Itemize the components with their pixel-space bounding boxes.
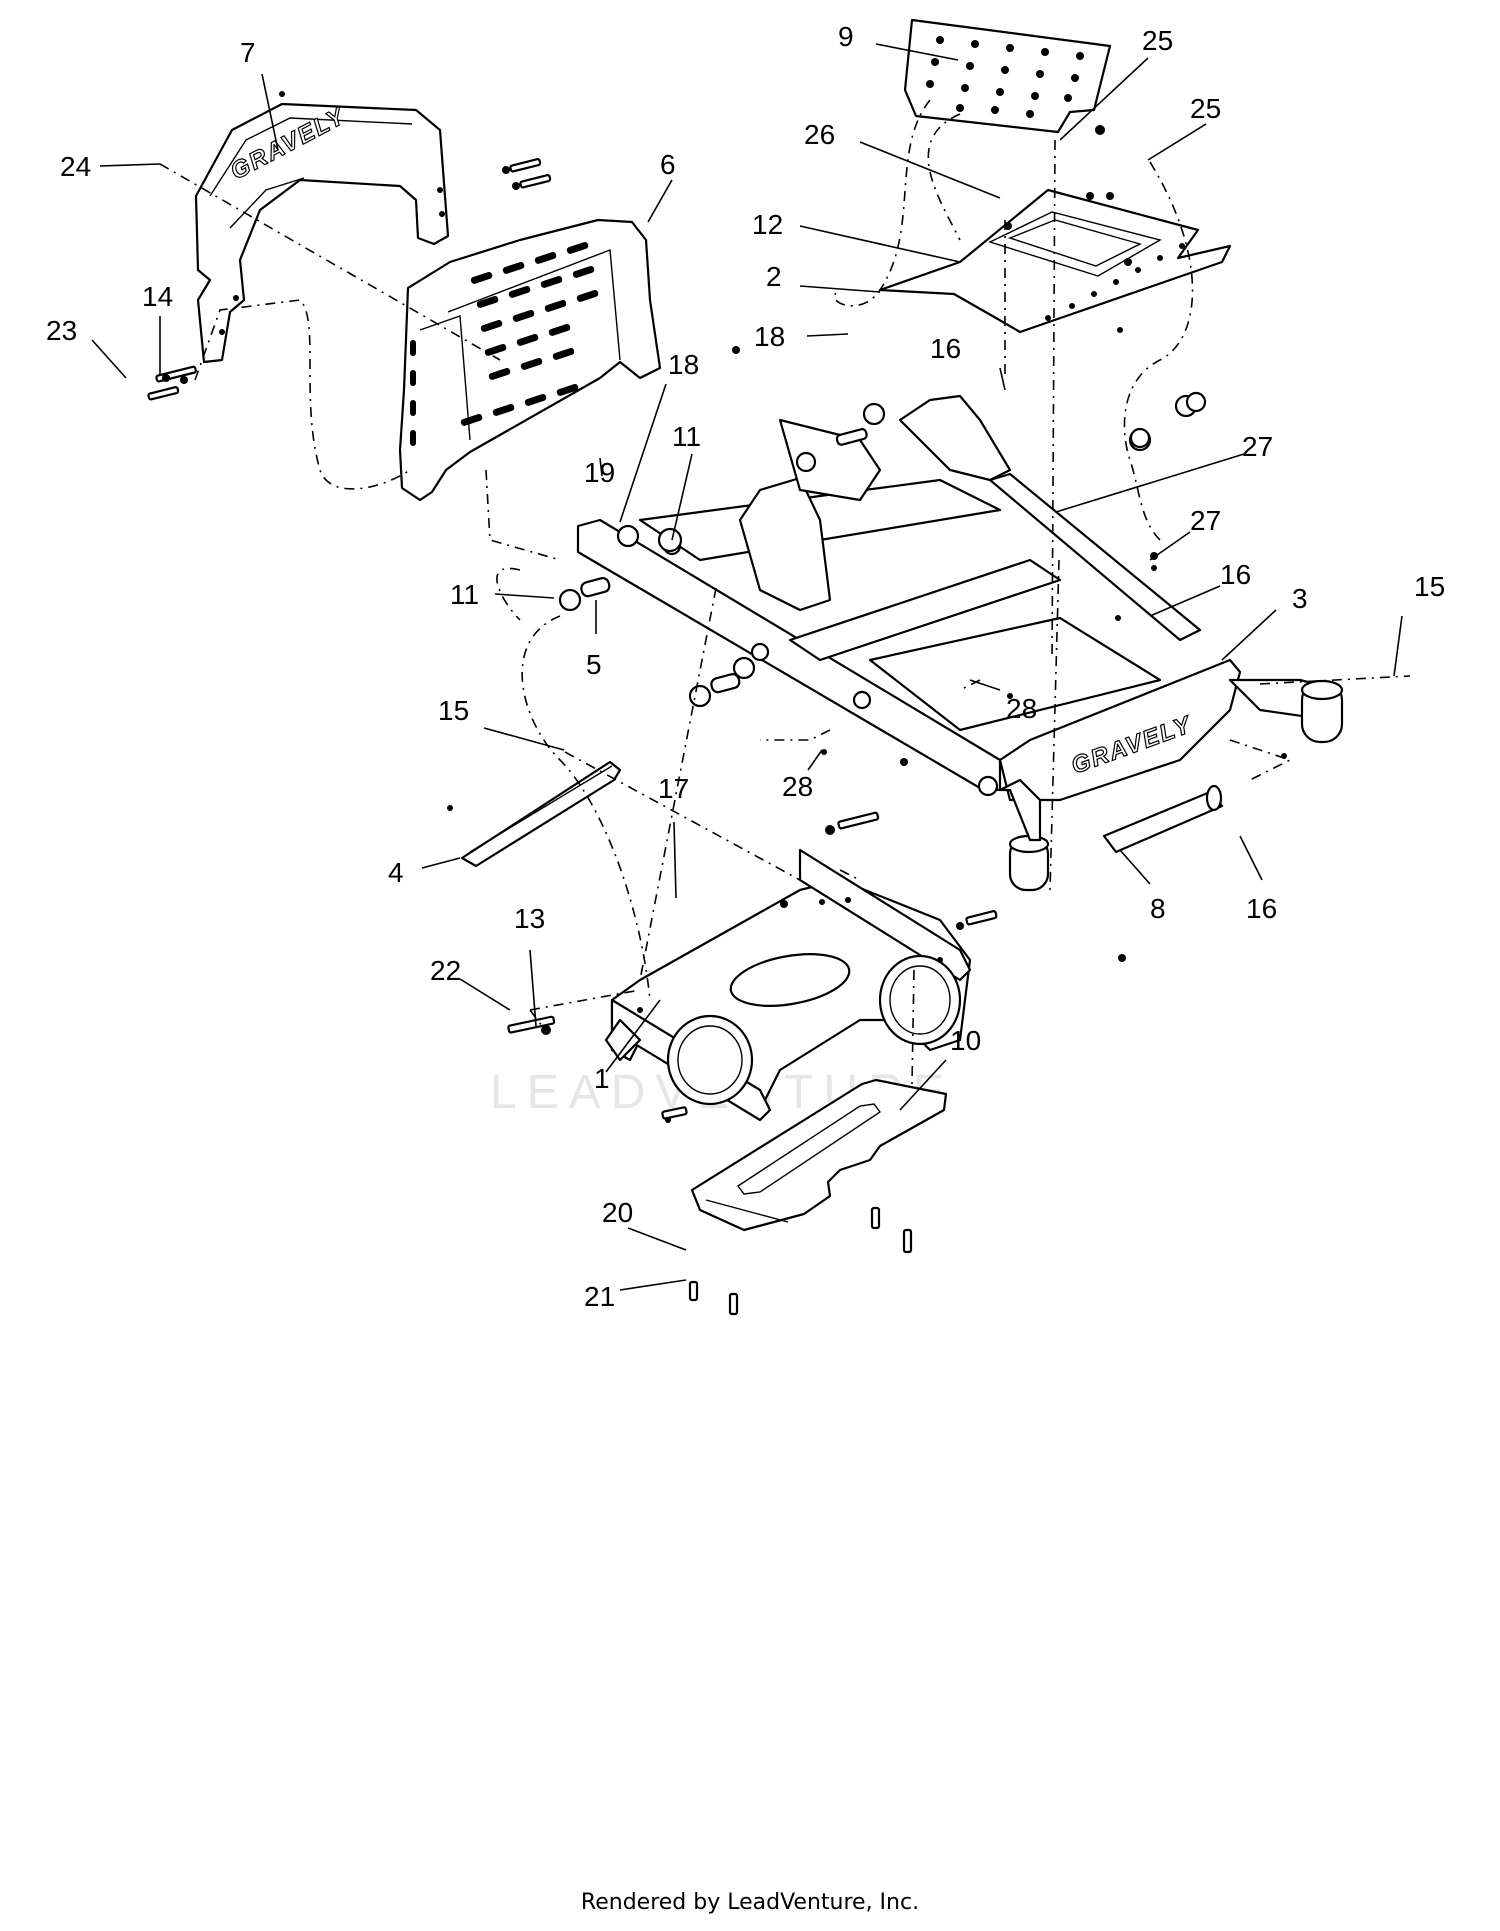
footer-credit: Rendered by LeadVenture, Inc. xyxy=(580,1890,920,1915)
callout-15-left: 15 xyxy=(438,695,469,726)
callout-4: 4 xyxy=(388,857,404,888)
callout-18-top: 18 xyxy=(754,321,785,352)
callout-18-mid: 18 xyxy=(668,349,699,380)
callout-11-left: 11 xyxy=(450,579,479,610)
callout-19: 19 xyxy=(584,457,615,488)
callout-3: 3 xyxy=(1292,583,1308,614)
callout-16-bottom: 16 xyxy=(1246,893,1277,924)
callout-27-mid: 27 xyxy=(1190,505,1221,536)
callout-11-top: 11 xyxy=(672,421,701,452)
callouts: 7 9 25 25 24 6 26 12 2 18 16 23 14 18 19… xyxy=(46,21,1445,1312)
callout-27-top: 27 xyxy=(1242,431,1273,462)
callout-1: 1 xyxy=(594,1063,610,1094)
callout-25-top: 25 xyxy=(1142,25,1173,56)
assembly-lines xyxy=(159,99,1411,1085)
part-6-seat-shield xyxy=(398,218,662,502)
part-1-transaxle-frame xyxy=(604,848,972,1122)
callout-9: 9 xyxy=(838,21,854,52)
callout-14: 14 xyxy=(142,281,173,312)
callout-2: 2 xyxy=(766,261,782,292)
hardware xyxy=(147,91,1287,1316)
callout-24: 24 xyxy=(60,151,91,182)
callout-28-left: 28 xyxy=(782,771,813,802)
callout-26: 26 xyxy=(804,119,835,150)
callout-16-mid: 16 xyxy=(1220,559,1251,590)
callout-21: 21 xyxy=(584,1281,615,1312)
part-3-main-frame: GRAVELY xyxy=(576,394,1344,892)
callout-20: 20 xyxy=(602,1197,633,1228)
part-4-skid-plate xyxy=(460,760,622,868)
callout-13: 13 xyxy=(514,903,545,934)
callout-22: 22 xyxy=(430,955,461,986)
callout-28-right: 28 xyxy=(1006,693,1037,724)
part-11-bushing-pair xyxy=(558,391,1207,708)
callout-8: 8 xyxy=(1150,893,1166,924)
part-10-bottom-plate xyxy=(690,1078,948,1232)
callout-17: 17 xyxy=(658,773,689,804)
callout-23: 23 xyxy=(46,315,77,346)
leader-lines xyxy=(91,43,1403,1291)
callout-7: 7 xyxy=(240,37,256,68)
callout-25-right: 25 xyxy=(1190,93,1221,124)
part-9-foot-plate xyxy=(903,18,1112,134)
callout-10: 10 xyxy=(950,1025,981,1056)
callout-15-right: 15 xyxy=(1414,571,1445,602)
part-8-roller xyxy=(1102,784,1224,854)
callout-5: 5 xyxy=(586,649,602,680)
callout-12: 12 xyxy=(752,209,783,240)
callout-16-top: 16 xyxy=(930,333,961,364)
callout-6: 6 xyxy=(660,149,676,180)
